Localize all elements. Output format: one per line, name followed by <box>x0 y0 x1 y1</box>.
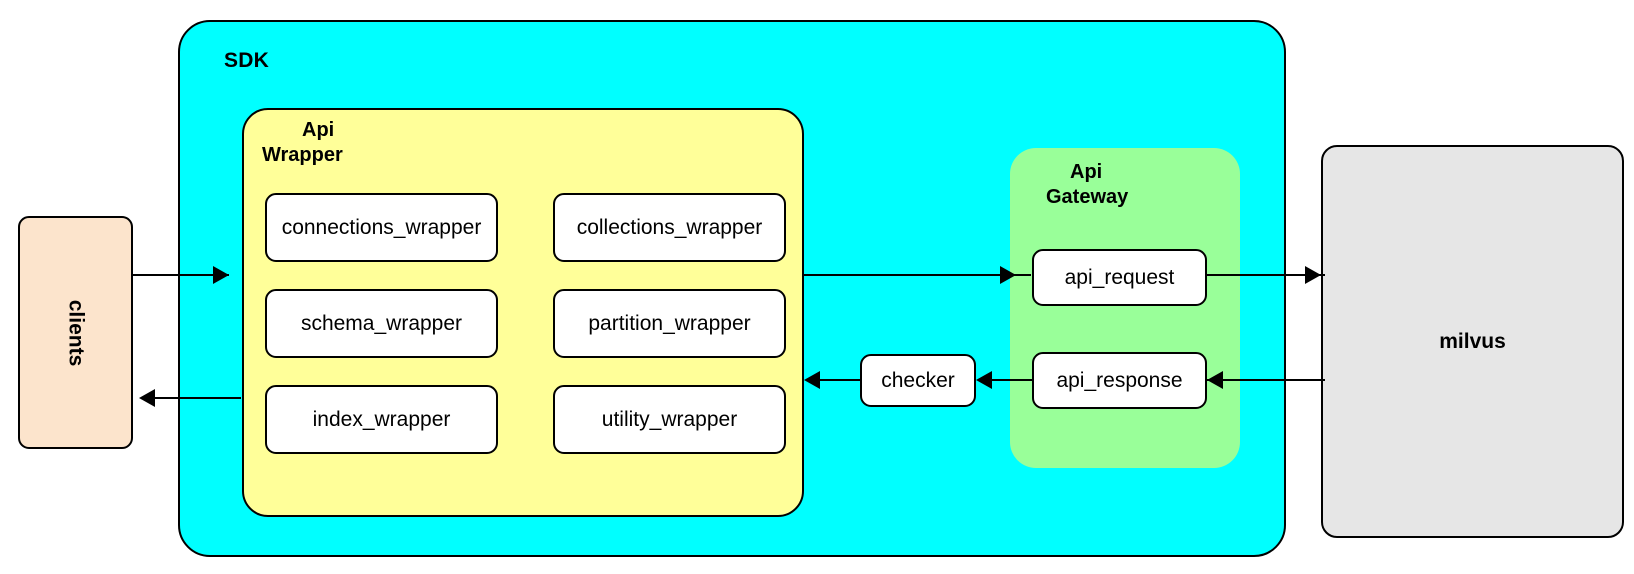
api-gateway-label-line1: Api <box>1070 161 1103 183</box>
clients-node[interactable]: clients <box>18 216 133 449</box>
clients-label: clients <box>64 299 88 366</box>
connections-wrapper-node[interactable]: connections_wrapper <box>265 193 498 262</box>
api-request-node[interactable]: api_request <box>1032 249 1207 306</box>
utility-wrapper-node[interactable]: utility_wrapper <box>553 385 786 454</box>
edge-response-to-checker-arrowhead <box>976 371 992 389</box>
schema-wrapper-node[interactable]: schema_wrapper <box>265 289 498 358</box>
edge-wrapper-to-clients-arrowhead <box>139 389 155 407</box>
collections-wrapper-node[interactable]: collections_wrapper <box>553 193 786 262</box>
edge-milvus-to-response-arrowhead <box>1207 371 1223 389</box>
api-wrapper-label: Api Wrapper <box>262 118 442 168</box>
api-gateway-container[interactable]: Api Gateway <box>1010 148 1240 468</box>
edge-clients-to-wrapper-line <box>133 274 229 276</box>
edge-wrapper-to-clients-line <box>149 397 241 399</box>
edge-request-to-milvus-arrowhead <box>1305 266 1321 284</box>
api-wrapper-label-line1: Api <box>302 119 335 141</box>
edge-milvus-to-response-line <box>1207 379 1325 381</box>
edge-checker-to-wrapper-line <box>806 379 862 381</box>
partition-wrapper-node[interactable]: partition_wrapper <box>553 289 786 358</box>
edge-response-to-checker-line <box>978 379 1034 381</box>
checker-node[interactable]: checker <box>860 354 976 407</box>
edge-wrapper-to-request-line <box>803 274 1031 276</box>
api-wrapper-label-line2: Wrapper <box>262 144 343 166</box>
milvus-node[interactable]: milvus <box>1321 145 1624 538</box>
api-response-node[interactable]: api_response <box>1032 352 1207 409</box>
api-gateway-label-line2: Gateway <box>1046 186 1129 208</box>
sdk-label: SDK <box>224 49 269 72</box>
edge-request-to-milvus-line <box>1207 274 1325 276</box>
index-wrapper-node[interactable]: index_wrapper <box>265 385 498 454</box>
edge-clients-to-wrapper-arrowhead <box>213 266 229 284</box>
edge-wrapper-to-request-arrowhead <box>1000 266 1016 284</box>
edge-checker-to-wrapper-arrowhead <box>804 371 820 389</box>
api-gateway-label: Api Gateway <box>1022 160 1222 210</box>
